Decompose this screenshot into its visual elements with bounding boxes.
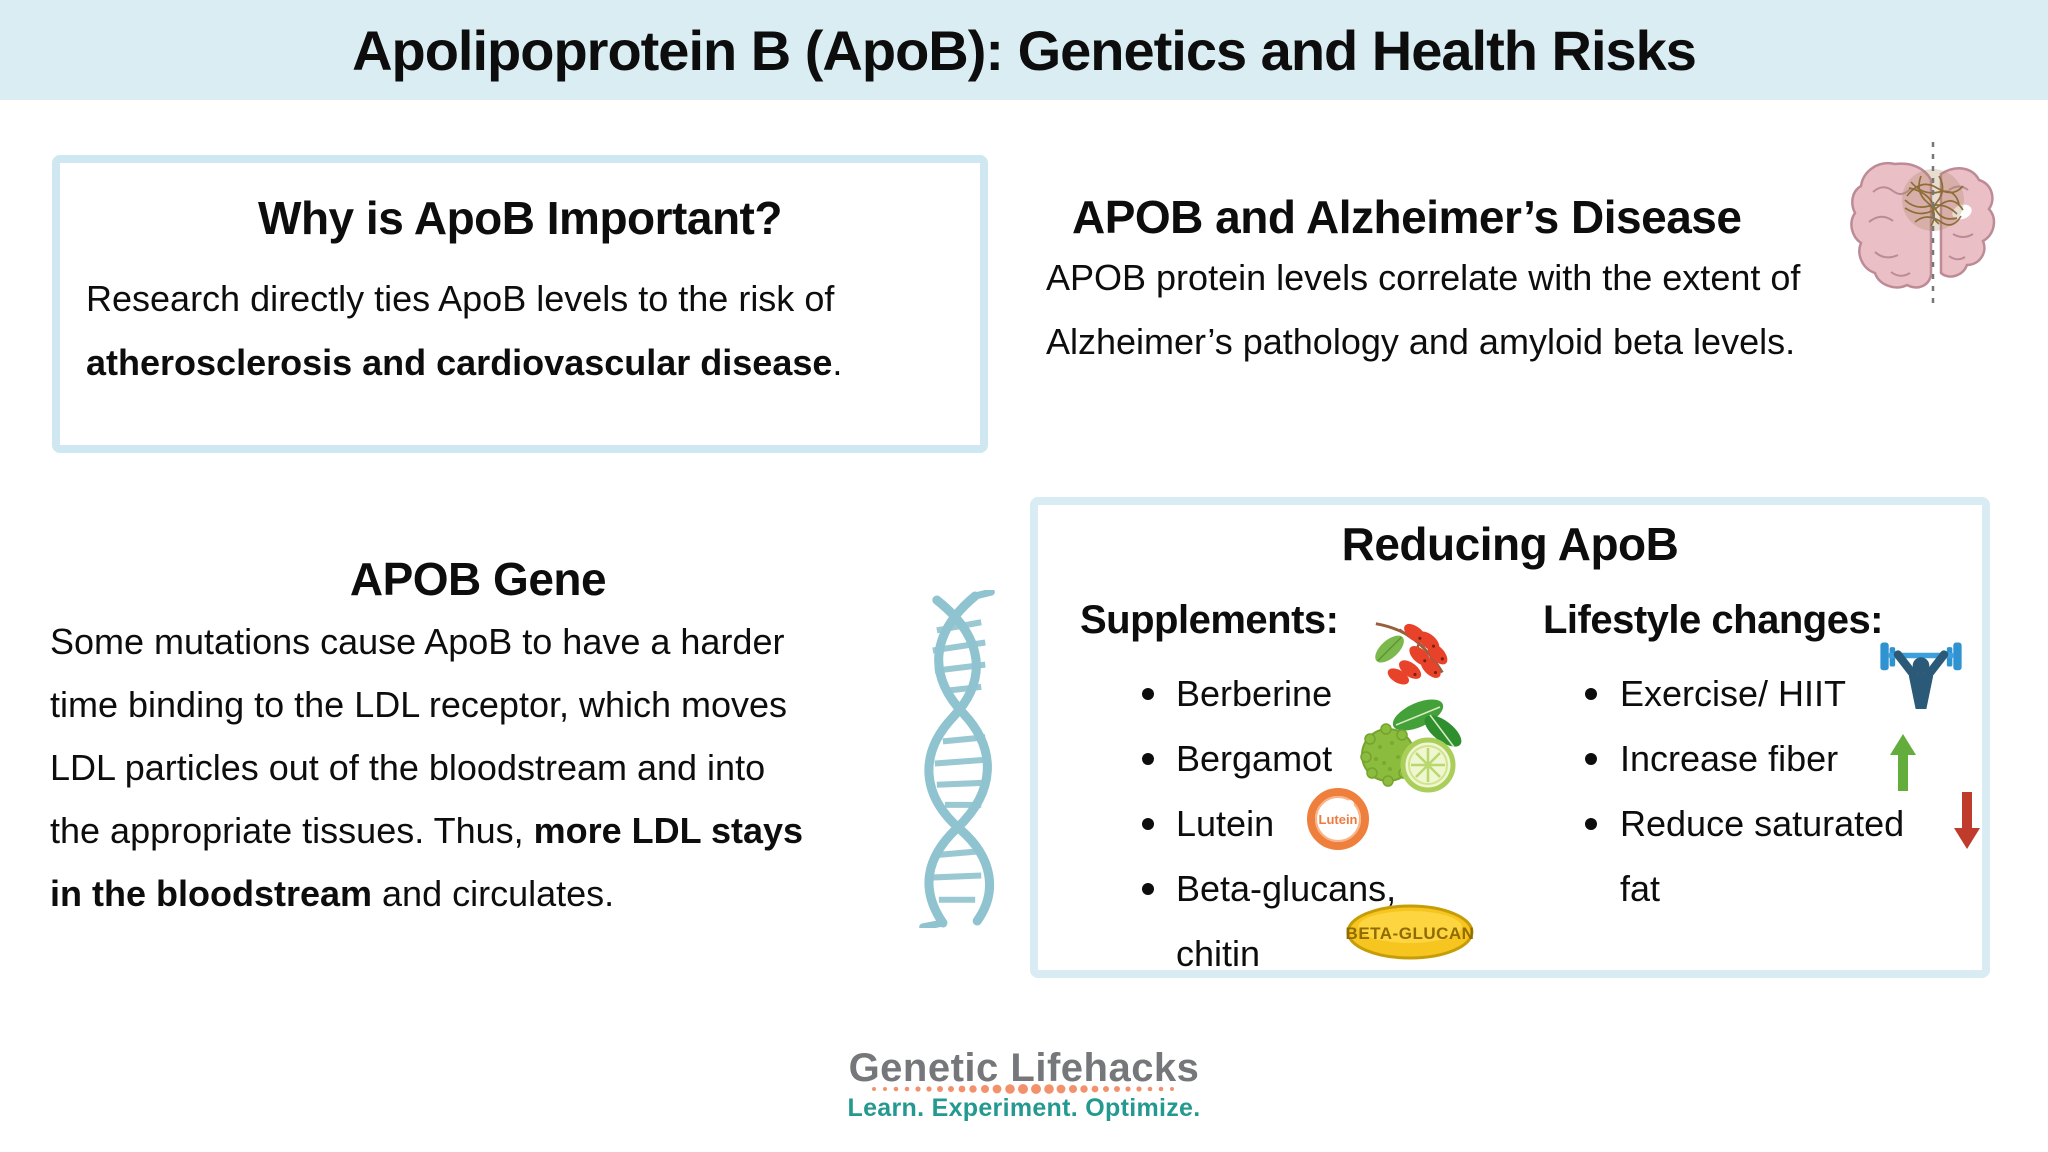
supplement-item-bergamot: Bergamot bbox=[1080, 726, 1532, 791]
page-title: Apolipoprotein B (ApoB): Genetics and He… bbox=[352, 19, 1697, 82]
gene-line5: in the bloodstream and circulates. bbox=[50, 873, 615, 914]
gene-body: Some mutations cause ApoB to have a hard… bbox=[50, 610, 803, 925]
lifestyle-item-saturated-fat: Reduce saturated fat bbox=[1543, 791, 1983, 921]
dna-helix-icon bbox=[898, 588, 1010, 931]
importance-body: Research directly ties ApoB levels to th… bbox=[60, 267, 980, 395]
gene-line3: LDL particles out of the bloodstream and… bbox=[50, 747, 766, 788]
importance-heading: Why is ApoB Important? bbox=[258, 192, 782, 244]
lifestyle-column: Lifestyle changes: Exercise/ HIIT Increa… bbox=[1543, 597, 1983, 921]
bergamot-fruit-icon bbox=[1358, 695, 1462, 793]
gene-heading: APOB Gene bbox=[349, 553, 607, 605]
weightlifter-icon bbox=[1878, 637, 1964, 709]
berberine-berries-icon bbox=[1370, 613, 1458, 691]
alzheimers-line2: Alzheimer’s pathology and amyloid beta l… bbox=[1046, 321, 1796, 362]
supplement-item-berberine: Berberine bbox=[1080, 661, 1532, 726]
reducing-heading: Reducing ApoB bbox=[1341, 518, 1679, 570]
footer-brand: Genetic Lifehacks bbox=[848, 1046, 1200, 1090]
decrease-arrow-icon bbox=[1954, 791, 1980, 849]
footer-dotted-divider-icon bbox=[868, 1082, 1180, 1100]
alzheimers-body: APOB protein levels correlate with the e… bbox=[1046, 246, 1800, 374]
alzheimers-line1: APOB protein levels correlate with the e… bbox=[1046, 257, 1801, 298]
lifestyle-item-fiber: Increase fiber bbox=[1543, 726, 1983, 791]
lutein-pill-label: Lutein bbox=[1319, 812, 1358, 827]
lifestyle-item-exercise: Exercise/ HIIT bbox=[1543, 661, 1983, 726]
beta-glucan-pill-icon: BETA-GLUCAN bbox=[1344, 903, 1476, 961]
alzheimers-heading: APOB and Alzheimer’s Disease bbox=[1072, 191, 1742, 243]
increase-arrow-icon bbox=[1890, 734, 1916, 792]
gene-line4: the appropriate tissues. Thus, more LDL … bbox=[50, 810, 804, 851]
supplements-heading: Supplements: bbox=[1080, 598, 1339, 642]
importance-line1: Research directly ties ApoB levels to th… bbox=[86, 278, 835, 319]
lifestyle-heading: Lifestyle changes: bbox=[1543, 598, 1884, 642]
header-band bbox=[0, 0, 2048, 100]
gene-line2: time binding to the LDL receptor, which … bbox=[50, 684, 788, 725]
beta-glucan-pill-label: BETA-GLUCAN bbox=[1346, 924, 1475, 943]
supplements-column: Supplements: Berberine Bergamot Lutein B… bbox=[1080, 597, 1532, 986]
lutein-pill-icon: Lutein bbox=[1306, 787, 1370, 851]
supplement-item-beta-glucans: Beta-glucans, chitin bbox=[1080, 856, 1532, 986]
importance-card: Why is ApoB Important? Research directly… bbox=[52, 155, 988, 453]
brain-amyloid-plaque-icon bbox=[1845, 138, 2005, 310]
importance-line2: atherosclerosis and cardiovascular disea… bbox=[86, 342, 843, 383]
footer-tagline: Learn. Experiment. Optimize. bbox=[847, 1094, 1201, 1122]
supplement-item-lutein: Lutein bbox=[1080, 791, 1532, 856]
reducing-card: Reducing ApoB Supplements: Berberine Ber… bbox=[1030, 497, 1990, 978]
gene-line1: Some mutations cause ApoB to have a hard… bbox=[50, 621, 785, 662]
